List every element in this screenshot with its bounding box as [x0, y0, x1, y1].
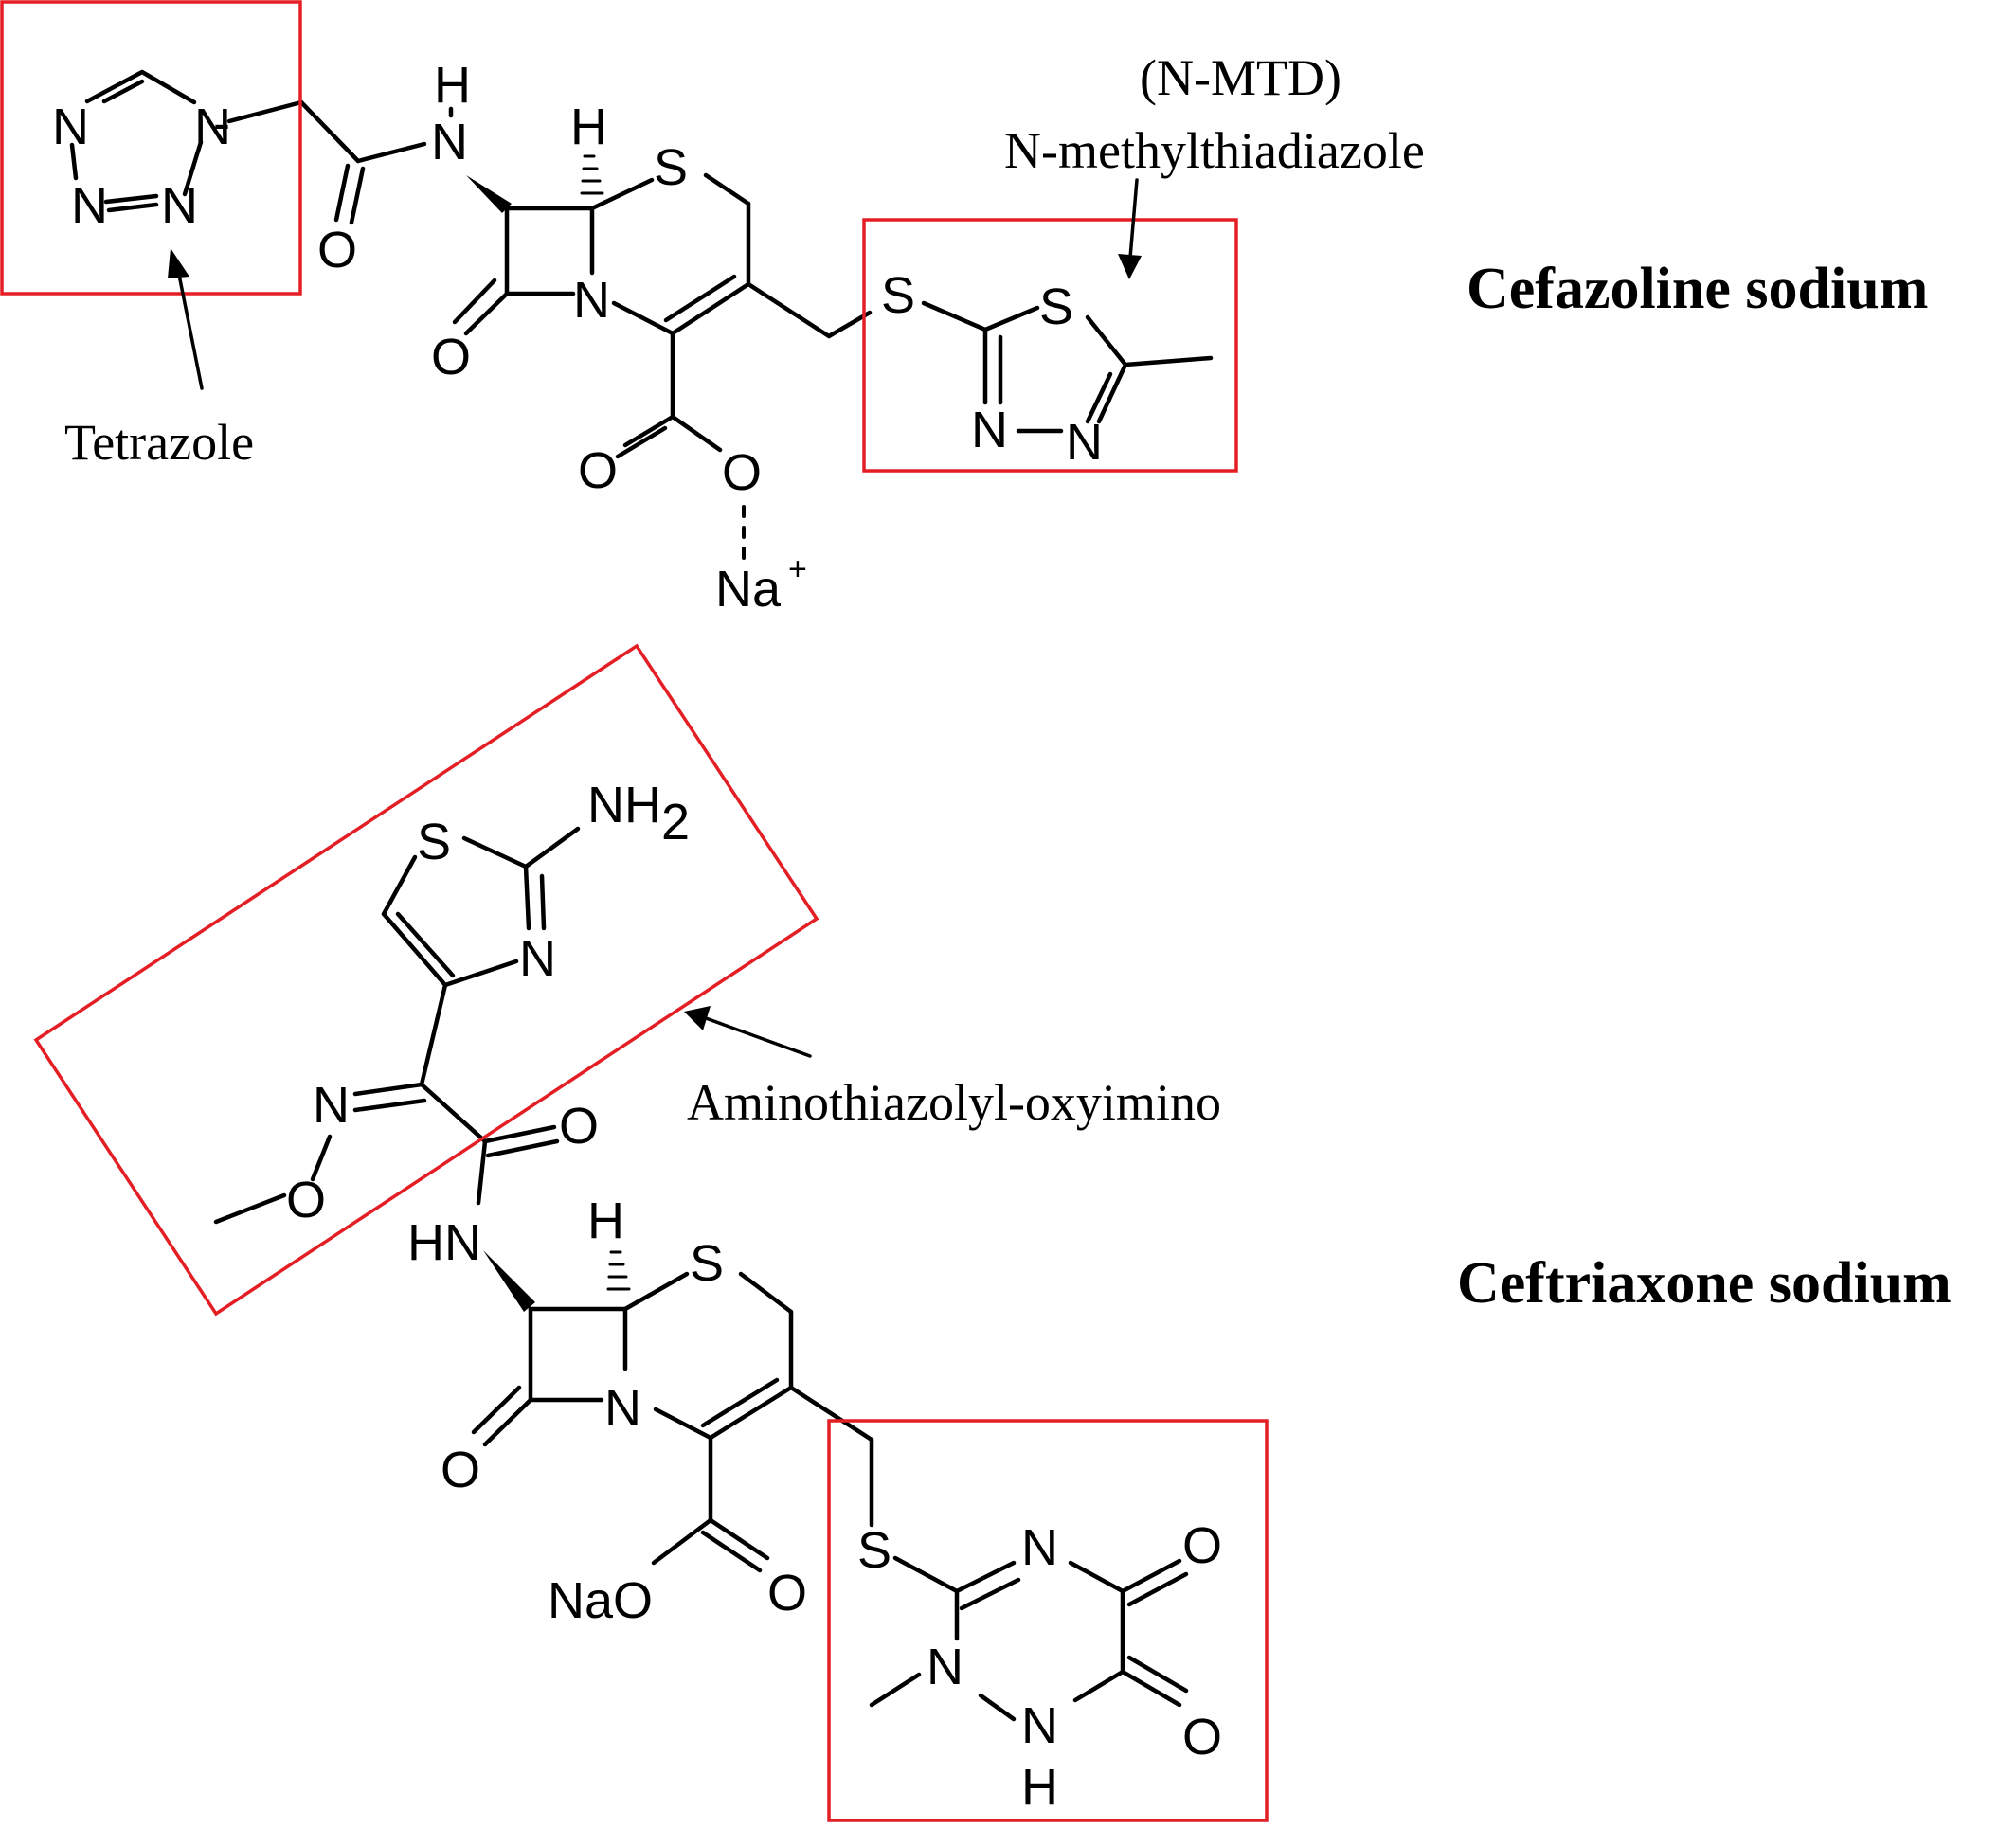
atom-o: O	[722, 444, 762, 501]
nh2-group: NH2	[587, 777, 690, 851]
atom-h: H	[587, 1192, 624, 1249]
ceftriaxone-structure: S N NH2 N O	[33, 643, 1952, 1822]
triazinedione-highlight-box	[827, 1419, 1269, 1822]
atom-nh: N	[1021, 1697, 1058, 1754]
atom-n: N	[971, 402, 1008, 458]
atom-s: S	[1039, 278, 1073, 335]
atom-s: S	[690, 1235, 724, 1292]
atom-n: N	[161, 177, 198, 234]
bond-dash: -	[213, 95, 230, 152]
atom-n: N	[604, 1380, 641, 1437]
triazinedione-ring: S N O O N H N	[857, 1517, 1222, 1816]
atom-h: H	[1021, 1759, 1058, 1816]
atom-h: H	[434, 57, 471, 114]
n-methylthiadiazole-label: N-methylthiadiazole	[1004, 122, 1425, 179]
hashed-wedge	[580, 154, 604, 195]
aminothiazole-ring: S N NH2	[381, 777, 690, 1087]
atom-s: S	[881, 267, 915, 324]
tetrazole-highlight-box	[0, 0, 302, 296]
atom-n: N	[573, 272, 610, 329]
atom-n: N	[1066, 414, 1103, 471]
atom-s: S	[417, 814, 451, 870]
atom-n: N	[52, 99, 89, 155]
atom-n: N	[519, 930, 556, 987]
atom-s: S	[857, 1522, 891, 1579]
sodium-oxide: NaO	[548, 1572, 653, 1629]
atom-na: Na	[715, 561, 782, 618]
sodium-counterion: Na +	[715, 551, 807, 618]
atom-n: N	[927, 1639, 963, 1695]
aminothiazolyl-highlight-box	[33, 643, 819, 1317]
cephem-core: O N H S O NaO	[441, 1192, 874, 1629]
tetrazole-label: Tetrazole	[64, 414, 254, 471]
thiadiazole-annotation: (N-MTD) N-methylthiadiazole	[1004, 49, 1425, 279]
atom-hn: HN	[407, 1214, 481, 1271]
atom-o: O	[286, 1172, 326, 1228]
tetrazole-ring: N N - N N	[52, 69, 304, 234]
atom-o: O	[578, 442, 618, 499]
aminothiazolyl-annotation: Aminothiazolyl-oxyimino	[684, 1006, 1221, 1131]
atom-n: N	[1021, 1519, 1058, 1576]
methoxyimino-group: N O	[213, 1077, 488, 1228]
aminothiazolyl-label: Aminothiazolyl-oxyimino	[687, 1074, 1221, 1131]
atom-n: N	[71, 177, 108, 234]
atom-n: N	[313, 1077, 350, 1134]
methylthiadiazole-ring: S S N N	[881, 267, 1214, 471]
atom-n: N	[194, 99, 231, 155]
atom-o: O	[559, 1098, 599, 1155]
atom-s: S	[654, 139, 688, 196]
nmtd-abbrev-label: (N-MTD)	[1140, 49, 1341, 106]
atom-n: N	[431, 114, 468, 170]
atom-o: O	[317, 222, 357, 278]
cephem-core: O N H S O O	[431, 99, 873, 618]
thiadiazole-highlight-box	[862, 218, 1238, 473]
ceftriaxone-title: Ceftriaxone sodium	[1457, 1251, 1952, 1316]
hashed-wedge	[606, 1250, 631, 1291]
atom-o: O	[1182, 1517, 1222, 1574]
atom-o: O	[767, 1565, 807, 1622]
amide-linker: O HN	[407, 1098, 599, 1312]
cefazoline-title: Cefazoline sodium	[1467, 257, 1928, 321]
atom-o: O	[441, 1442, 480, 1498]
atom-o: O	[1182, 1709, 1222, 1765]
atom-o: O	[431, 329, 471, 385]
amide-linker: O N H	[298, 57, 512, 278]
tetrazole-annotation: Tetrazole	[64, 248, 254, 471]
cefazoline-structure: N N - N N O N H O N H	[0, 0, 1928, 618]
atom-h: H	[570, 99, 607, 155]
charge-plus: +	[788, 551, 807, 587]
